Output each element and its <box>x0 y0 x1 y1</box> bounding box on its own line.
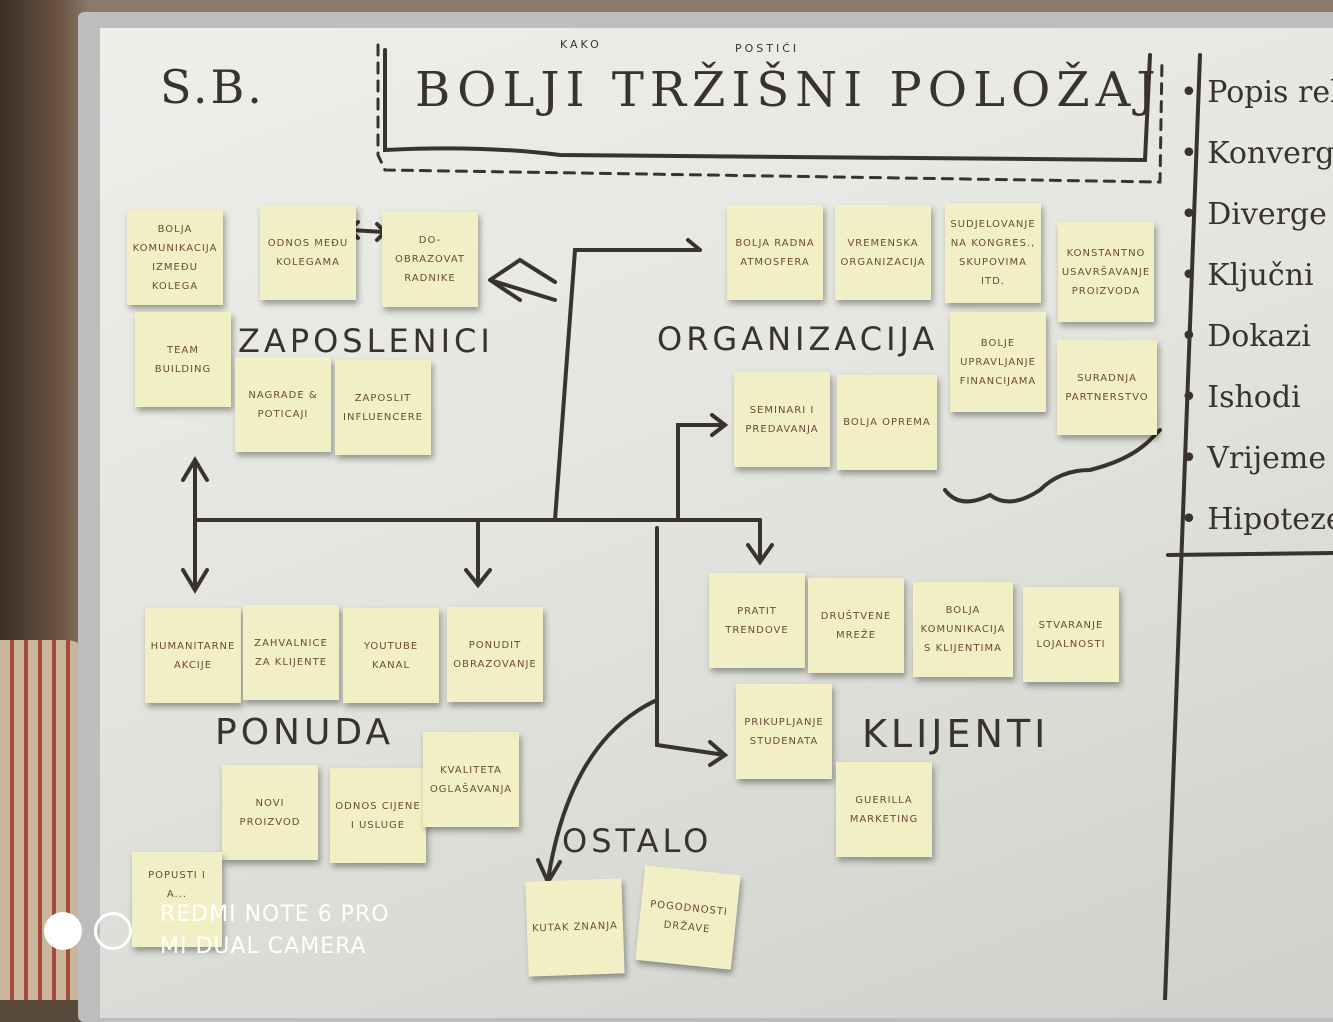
sticky-note: SURADNJA PARTNERSTVO <box>1057 340 1157 435</box>
sticky-note: NOVI PROIZVOD <box>222 765 318 860</box>
title-prefix: S.B. <box>160 60 265 114</box>
list-item: • Hipoteze <box>1180 502 1333 537</box>
list-item: • Konverge <box>1180 136 1333 171</box>
sticky-note: SEMINARI I PREDAVANJA <box>734 372 830 467</box>
sticky-note: TEAM BUILDING <box>135 312 231 407</box>
sticky-note: POPUSTI I A... <box>132 852 222 947</box>
arrow-to-ponuda <box>464 518 492 589</box>
sticky-note: GUERILLA MARKETING <box>836 762 932 857</box>
sticky-note: STVARANJE LOJALNOSTI <box>1023 587 1119 682</box>
list-item: • Ishodi <box>1180 380 1301 415</box>
cloud-line <box>943 428 1162 504</box>
sticky-note: POGODNOSTI DRŽAVE <box>635 865 741 970</box>
sticky-note: BOLJE UPRAVLJANJE FINANCIJAMA <box>950 312 1046 412</box>
list-item: • Popis rele <box>1180 75 1333 110</box>
sticky-note: ODNOS CIJENE I USLUGE <box>330 768 426 863</box>
list-item: • Vrijeme <box>1180 441 1327 476</box>
sticky-note: KUTAK ZNANJA <box>525 878 625 977</box>
title-dashed-box <box>376 43 1164 184</box>
arrow-to-klijenti <box>746 518 774 566</box>
sticky-note: VREMENSKA ORGANIZACIJA <box>835 205 931 300</box>
sticky-note: KONSTANTNO USAVRŠAVANJE PROIZVODA <box>1058 222 1154 322</box>
list-item: • Ključni <box>1180 258 1314 293</box>
sticky-note: PRATIT TRENDOVE <box>709 573 805 668</box>
list-item: • Diverge <box>1180 197 1327 232</box>
sticky-note: HUMANITARNE AKCIJE <box>145 608 241 703</box>
title-small-left: KAKO <box>560 38 602 51</box>
right-panel-line <box>1163 53 1202 1000</box>
sticky-note: BOLJA OPREMA <box>837 375 937 470</box>
sticky-note: PONUDIT OBRAZOVANJE <box>447 607 543 702</box>
watermark-circle-outline-icon <box>94 912 132 950</box>
sticky-note: BOLJA KOMUNIKACIJA IZMEĐU KOLEGA <box>127 210 223 305</box>
heading-zaposlenici: ZAPOSLENICI <box>238 322 494 360</box>
sticky-note: PRIKUPLJANJE STUDENATA <box>736 684 832 779</box>
sticky-note: ZAHVALNICE ZA KLIJENTE <box>243 605 339 700</box>
watermark-line1: REDMI NOTE 6 PRO <box>160 902 390 927</box>
heading-ponuda: PONUDA <box>215 712 395 753</box>
title-small-right: POSTIĆI <box>735 42 800 55</box>
watermark-line2: MI DUAL CAMERA <box>160 934 367 959</box>
arrow-to-prikupljanje <box>655 526 729 767</box>
sticky-note: ZAPOSLIT INFLUENCERE <box>335 360 431 455</box>
sticky-note: YOUTUBE KANAL <box>343 608 439 703</box>
heading-ostalo: OSTALO <box>562 822 713 860</box>
sticky-note: KVALITETA OGLAŠAVANJA <box>423 732 519 827</box>
list-item: • Dokazi <box>1180 319 1311 354</box>
right-checklist: • Popis rele • Konverge • Diverge • Klju… <box>1180 75 1333 563</box>
sticky-note: ODNOS MEĐU KOLEGAMA <box>260 205 356 300</box>
sticky-note: BOLJA RADNA ATMOSFERA <box>727 205 823 300</box>
arrow-to-zaposlenici <box>488 238 702 522</box>
marker-drawings <box>181 43 1333 1000</box>
right-panel-bottom <box>1166 551 1333 557</box>
heading-klijenti: KLIJENTI <box>862 712 1050 756</box>
sticky-note: NAGRADE & POTICAJI <box>235 357 331 452</box>
sticky-note: SUDJELOVANJE NA KONGRES., SKUPOVIMA ITD. <box>945 203 1041 303</box>
board-title: BOLJI TRŽIŠNI POLOŽAJ <box>415 62 1162 118</box>
sticky-note: DRUŠTVENE MREŽE <box>808 578 904 673</box>
heading-organizacija: ORGANIZACIJA <box>657 320 939 358</box>
arrow-to-organizacija <box>676 413 729 522</box>
left-vertical-arrow <box>181 456 209 594</box>
watermark-circle-filled-icon <box>44 912 82 950</box>
sticky-note: DO-OBRAZOVAT RADNIKE <box>382 212 478 307</box>
sticky-note: BOLJA KOMUNIKACIJA S KLIJENTIMA <box>913 582 1013 677</box>
title-box <box>383 48 1152 163</box>
